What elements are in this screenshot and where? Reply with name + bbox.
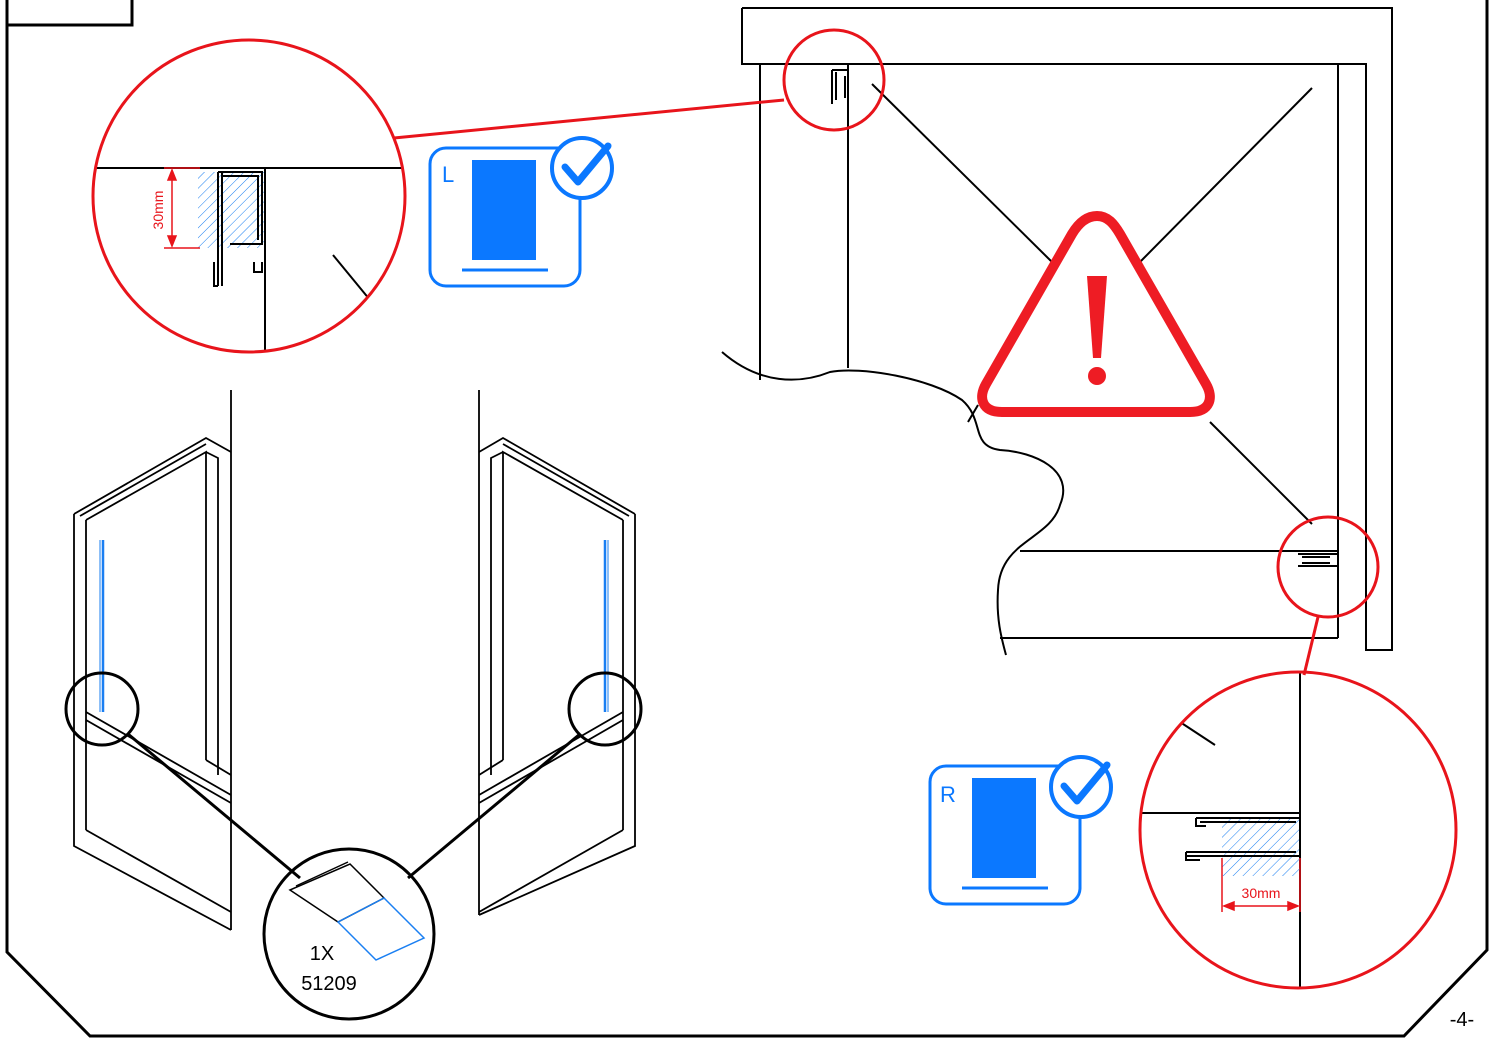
badge-letter-left: L (442, 162, 454, 187)
dimension-label-left: 30mm (150, 191, 166, 230)
left-hinge-badge: L (428, 136, 614, 288)
top-view-plan (721, 7, 1393, 656)
iso-view-right (478, 390, 636, 916)
page-number: -4- (1450, 1009, 1474, 1031)
detail-left: 30mm (91, 38, 407, 354)
part-callouts (64, 671, 643, 1021)
detail-right: 30mm (1138, 670, 1458, 990)
right-hinge-badge: R (928, 755, 1113, 906)
part-shim-illustration (288, 861, 426, 961)
checkmark-circle-icon (550, 136, 614, 200)
plan-zoom-markers (393, 28, 1380, 676)
badge-letter-right: R (940, 782, 956, 807)
page-border (5, 0, 1489, 1038)
part-quantity: 1X (310, 943, 334, 965)
part-number: 51209 (301, 973, 357, 995)
iso-view-left (73, 390, 232, 931)
warning-triangle-icon (977, 211, 1215, 417)
checkmark-circle-icon (1049, 755, 1113, 819)
dimension-label-right: 30mm (1242, 885, 1281, 901)
